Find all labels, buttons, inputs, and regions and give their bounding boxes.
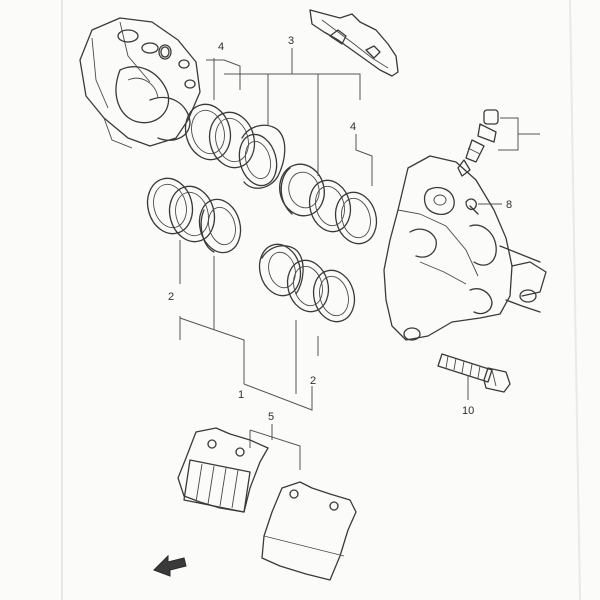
brake-pad-rear	[177, 427, 269, 513]
caliper-body-right	[383, 155, 547, 341]
callout-2-left: 2	[168, 291, 174, 303]
callout-3: 3	[288, 35, 294, 47]
callout-2-right: 2	[310, 375, 316, 387]
callout-1: 1	[238, 389, 244, 401]
seal-set-upper-right	[308, 179, 378, 245]
callout-10: 10	[462, 405, 474, 417]
caliper-body-left	[79, 17, 201, 149]
mounting-bolt-part-10	[437, 353, 511, 393]
piston-upper-left	[238, 124, 286, 189]
piston-middle-left	[198, 198, 242, 254]
bleeder-valve	[457, 109, 499, 177]
brake-pad-backing-plate	[261, 481, 357, 581]
seal-set-lower-right	[286, 259, 356, 323]
piston-lower-right	[258, 243, 304, 297]
piston-upper-right	[279, 163, 325, 217]
callout-4-left: 4	[218, 41, 224, 53]
callout-5: 5	[268, 411, 274, 423]
callout-labels: 4 3 4 2 1 2 5 8 10	[168, 35, 512, 423]
leader-lines	[179, 48, 540, 470]
callout-8: 8	[506, 199, 512, 211]
seal-set-middle-left	[146, 177, 216, 243]
pad-pin-clip	[309, 9, 399, 77]
bleeder-ring-top	[160, 46, 170, 58]
callout-4-right: 4	[350, 121, 356, 133]
front-direction-arrow-icon	[153, 554, 187, 577]
page-edge-right	[569, 0, 581, 600]
screw-part-8	[465, 198, 479, 215]
brake-pad-friction-front	[183, 459, 251, 513]
